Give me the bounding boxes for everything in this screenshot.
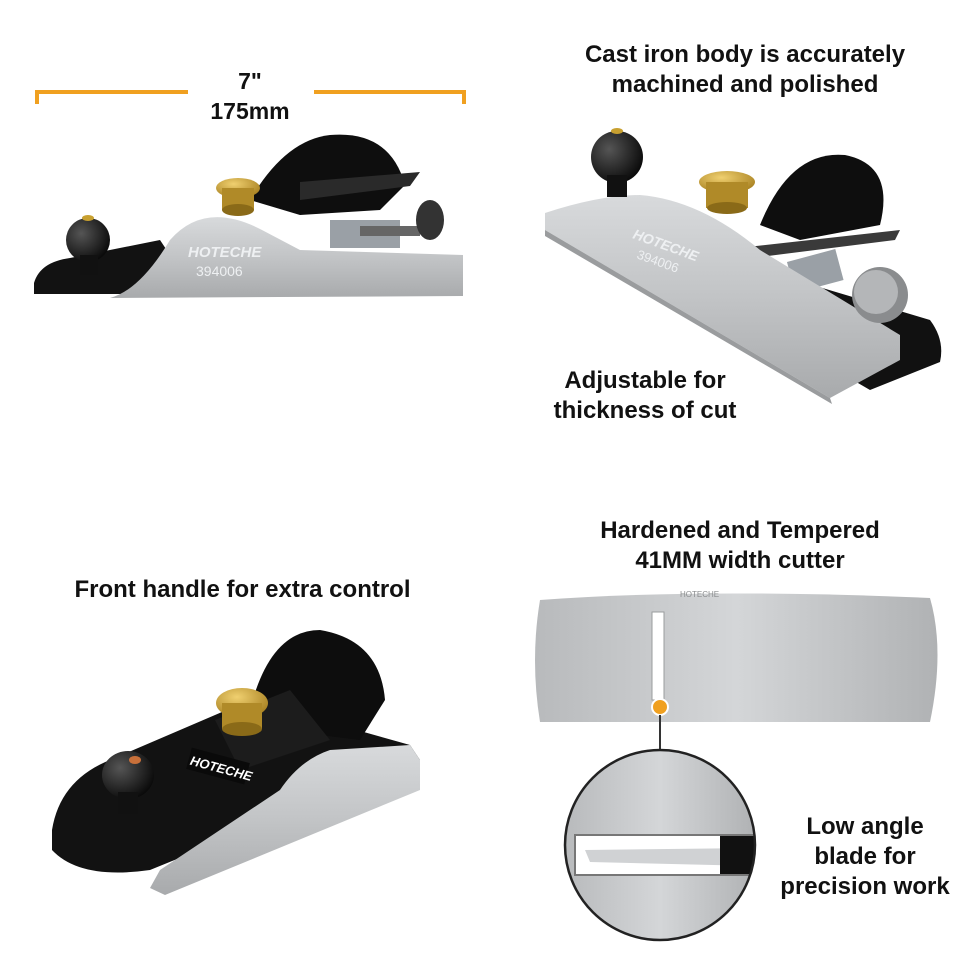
dimension-bracket (35, 90, 466, 104)
dimension-label: 7" 175mm (190, 66, 310, 126)
dimension-inches: 7" (238, 68, 262, 94)
brand-engraving: HOTECHE (188, 244, 262, 261)
callout-cast-iron-line2: machined and polished (611, 71, 879, 98)
callout-low-angle: Low angle blade for precision work (760, 812, 970, 902)
callout-cast-iron: Cast iron body is accurately machined an… (560, 40, 930, 100)
callout-front-handle: Front handle for extra control (40, 575, 445, 605)
dimension-mm: 175mm (210, 98, 290, 124)
callout-front-handle-text: Front handle for extra control (74, 576, 411, 603)
callout-adjustable-line1: Adjustable for (564, 367, 726, 394)
callout-cast-iron-line1: Cast iron body is accurately (584, 41, 906, 68)
callout-hardened-line2: 41MM width cutter (635, 547, 845, 574)
block-plane-front-view: HOTECHE (52, 630, 420, 895)
zoom-marker-dot (651, 698, 669, 716)
model-engraving: 394006 (196, 263, 243, 279)
cutter-blade: HOTECHE (535, 590, 938, 752)
callout-low-angle-line3: precision work (780, 873, 950, 900)
callout-adjustable: Adjustable for thickness of cut (530, 366, 760, 426)
callout-low-angle-line2: blade for (814, 843, 916, 870)
callout-hardened-line1: Hardened and Tempered (600, 517, 880, 544)
callout-hardened: Hardened and Tempered 41MM width cutter (570, 516, 910, 576)
callout-adjustable-line2: thickness of cut (553, 397, 737, 424)
callout-low-angle-line1: Low angle (806, 813, 924, 840)
blade-engraving: HOTECHE (680, 590, 719, 599)
magnified-blade-detail (563, 748, 757, 942)
block-plane-side-view: HOTECHE 394006 (34, 134, 463, 298)
block-plane-angled-view: HOTECHE 394006 (545, 128, 942, 404)
